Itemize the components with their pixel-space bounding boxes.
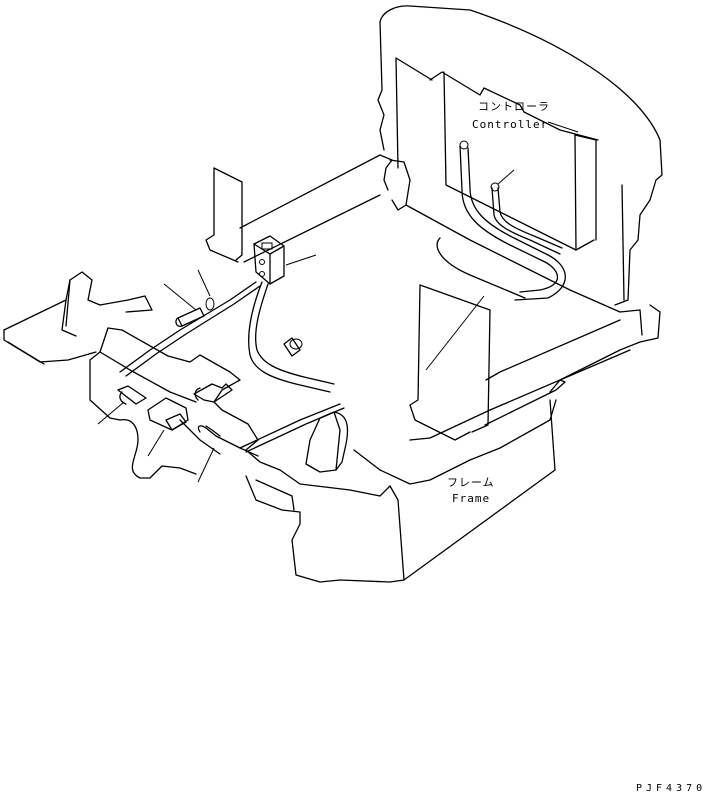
controller-box xyxy=(443,71,597,251)
center-partition xyxy=(409,284,491,441)
relay-block xyxy=(253,235,317,285)
frame-label-en: Frame xyxy=(452,492,490,505)
floor-plate xyxy=(239,154,661,441)
left-step-panel xyxy=(3,271,153,365)
left-bracket xyxy=(205,167,243,263)
controller-label-en: Controller xyxy=(472,118,548,131)
frame-body xyxy=(245,399,556,583)
controller-harness xyxy=(436,140,566,301)
controller-label-jp: コントローラ xyxy=(478,100,550,113)
right-front-bracket xyxy=(305,399,557,485)
main-harness xyxy=(119,281,335,393)
sensor-connectors xyxy=(97,383,345,483)
seat-back-panel xyxy=(377,5,663,306)
drawing-code: PJF4370 xyxy=(636,783,706,794)
front-panel xyxy=(89,327,281,479)
frame-label-jp: フレーム xyxy=(447,476,495,489)
plug-cylinder xyxy=(283,337,303,357)
bolt-washer xyxy=(163,269,215,327)
